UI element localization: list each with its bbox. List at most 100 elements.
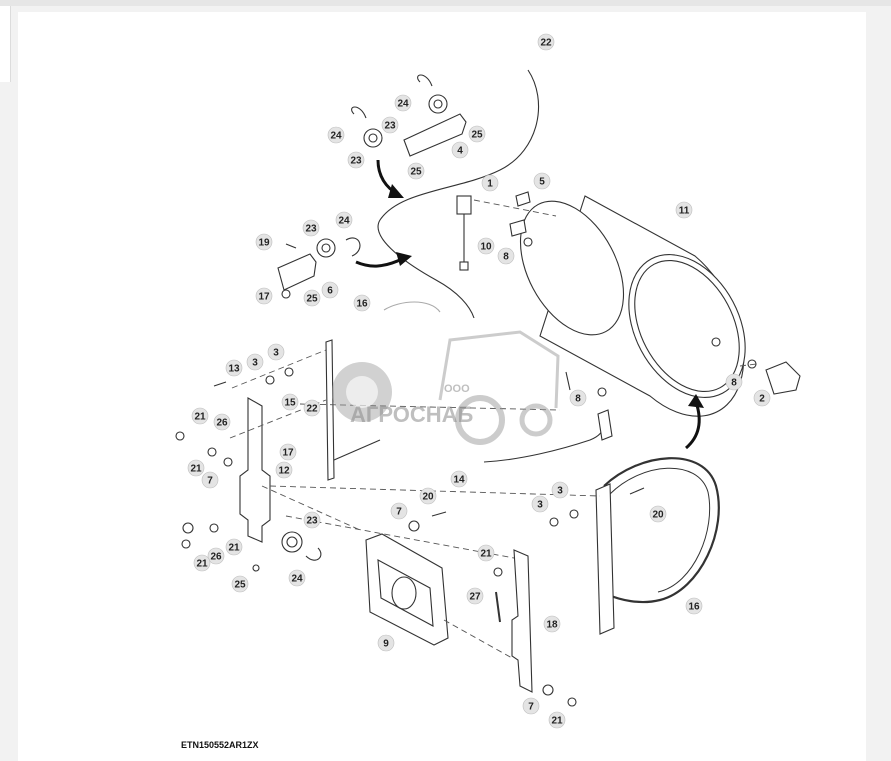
callout-21: 21 — [193, 554, 211, 572]
callout-7: 7 — [201, 471, 219, 489]
callout-9: 9 — [377, 634, 395, 652]
callout-label: 21 — [228, 543, 240, 554]
callout-2: 2 — [753, 389, 771, 407]
callout-17: 17 — [255, 287, 273, 305]
callout-label: 8 — [731, 378, 737, 389]
callout-label: 24 — [338, 216, 350, 227]
callout-label: 10 — [480, 242, 492, 253]
callout-label: 23 — [350, 156, 362, 167]
bracket-4 — [403, 113, 467, 157]
callout-3: 3 — [267, 343, 285, 361]
callout-7: 7 — [390, 502, 408, 520]
hose-22-top — [377, 69, 540, 319]
callout-20: 20 — [419, 487, 437, 505]
callout-24: 24 — [327, 126, 345, 144]
bracket-6 — [277, 253, 317, 291]
callout-label: 23 — [384, 121, 396, 132]
callout-21: 21 — [191, 407, 209, 425]
callout-20: 20 — [649, 505, 667, 523]
callout-label: 8 — [503, 252, 509, 263]
callout-label: 3 — [537, 500, 543, 511]
callout-label: 17 — [282, 448, 294, 459]
watermark-prefix: ООО — [444, 383, 470, 395]
figure-id: ETN150552AR1ZX — [181, 740, 259, 750]
rear-frame — [325, 339, 335, 481]
callout-24: 24 — [394, 94, 412, 112]
callout-label: 26 — [216, 418, 228, 429]
bracket-12 — [239, 397, 271, 543]
top-bar — [0, 0, 891, 6]
callout-label: 20 — [652, 510, 664, 521]
callout-label: 24 — [330, 131, 342, 142]
callout-label: 25 — [410, 167, 422, 178]
callout-5: 5 — [533, 172, 551, 190]
callout-25: 25 — [231, 575, 249, 593]
callout-3: 3 — [246, 353, 264, 371]
callout-label: 27 — [469, 592, 481, 603]
callout-23: 23 — [347, 151, 365, 169]
callout-22: 22 — [303, 399, 321, 417]
callout-label: 21 — [196, 559, 208, 570]
callout-label: 7 — [396, 507, 402, 518]
callout-25: 25 — [303, 289, 321, 307]
callout-label: 21 — [551, 716, 563, 727]
callout-14: 14 — [450, 470, 468, 488]
callout-label: 4 — [457, 146, 463, 157]
callout-27: 27 — [466, 587, 484, 605]
callout-16: 16 — [685, 597, 703, 615]
left-panel — [0, 6, 11, 82]
callout-label: 22 — [306, 404, 318, 415]
callout-label: 20 — [422, 492, 434, 503]
callout-label: 18 — [546, 620, 558, 631]
callout-label: 25 — [471, 130, 483, 141]
callout-label: 21 — [480, 549, 492, 560]
callout-19: 19 — [255, 233, 273, 251]
callout-11: 11 — [675, 201, 693, 219]
callout-label: 14 — [453, 475, 465, 486]
strap-band — [603, 457, 720, 604]
bracket-18 — [511, 549, 533, 693]
callout-12: 12 — [275, 461, 293, 479]
callout-label: 1 — [487, 179, 493, 190]
callout-24: 24 — [288, 569, 306, 587]
callout-23: 23 — [302, 219, 320, 237]
callout-label: 5 — [539, 177, 545, 188]
callout-label: 9 — [383, 639, 389, 650]
callout-3: 3 — [531, 495, 549, 513]
callout-label: 2 — [759, 394, 765, 405]
callout-label: 3 — [252, 358, 258, 369]
callout-label: 23 — [305, 224, 317, 235]
callout-22: 22 — [537, 33, 555, 51]
callout-label: 24 — [291, 574, 303, 585]
callout-23: 23 — [381, 116, 399, 134]
callout-8: 8 — [569, 389, 587, 407]
callout-6: 6 — [321, 281, 339, 299]
callout-24: 24 — [335, 211, 353, 229]
callout-8: 8 — [497, 247, 515, 265]
callout-label: 12 — [278, 466, 290, 477]
callout-label: 19 — [258, 238, 270, 249]
callout-label: 8 — [575, 394, 581, 405]
callout-16: 16 — [353, 294, 371, 312]
callout-10: 10 — [477, 237, 495, 255]
callout-label: 21 — [194, 412, 206, 423]
callout-26: 26 — [213, 413, 231, 431]
callout-21: 21 — [187, 459, 205, 477]
callout-21: 21 — [225, 538, 243, 556]
callout-label: 25 — [306, 294, 318, 305]
callout-label: 3 — [557, 486, 563, 497]
watermark-company: АГРОСНАБ — [350, 402, 474, 427]
callout-4: 4 — [451, 141, 469, 159]
strap-mount — [595, 483, 615, 635]
callout-label: 17 — [258, 292, 270, 303]
callout-label: 22 — [540, 38, 552, 49]
callout-1: 1 — [481, 174, 499, 192]
callout-7: 7 — [522, 697, 540, 715]
callout-label: 16 — [688, 602, 700, 613]
callout-label: 15 — [284, 398, 296, 409]
callout-25: 25 — [407, 162, 425, 180]
callout-label: 23 — [306, 516, 318, 527]
callout-label: 26 — [210, 552, 222, 563]
